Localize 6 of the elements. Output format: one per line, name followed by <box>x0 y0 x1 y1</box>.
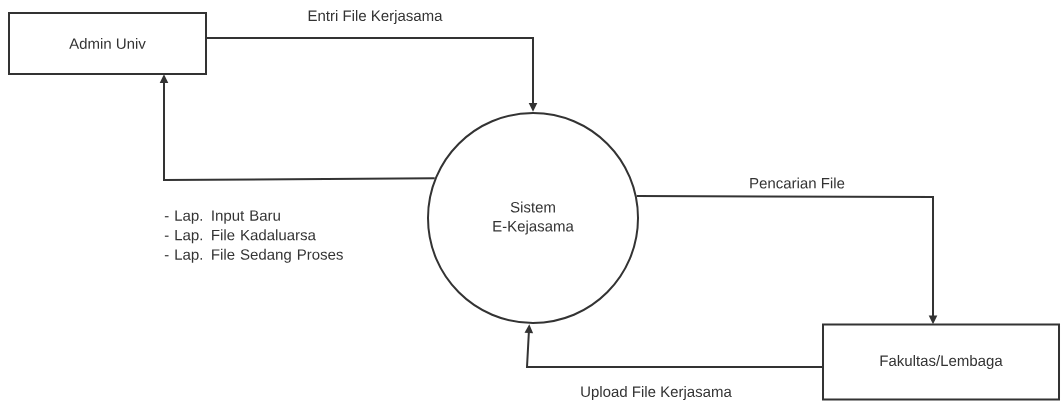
entity-box: Admin Univ <box>8 12 207 75</box>
edge-label: - Lap. Input Baru - Lap. File Kadaluarsa - Lap. File Sedang Proses <box>164 210 343 263</box>
edge-label: Upload File Kerjasama <box>581 386 732 400</box>
entity-box: Fakultas/Lembaga <box>822 323 1060 401</box>
edge-label: Pencarian File <box>750 177 845 189</box>
edge-label: Entri File Kerjasama <box>308 10 443 24</box>
